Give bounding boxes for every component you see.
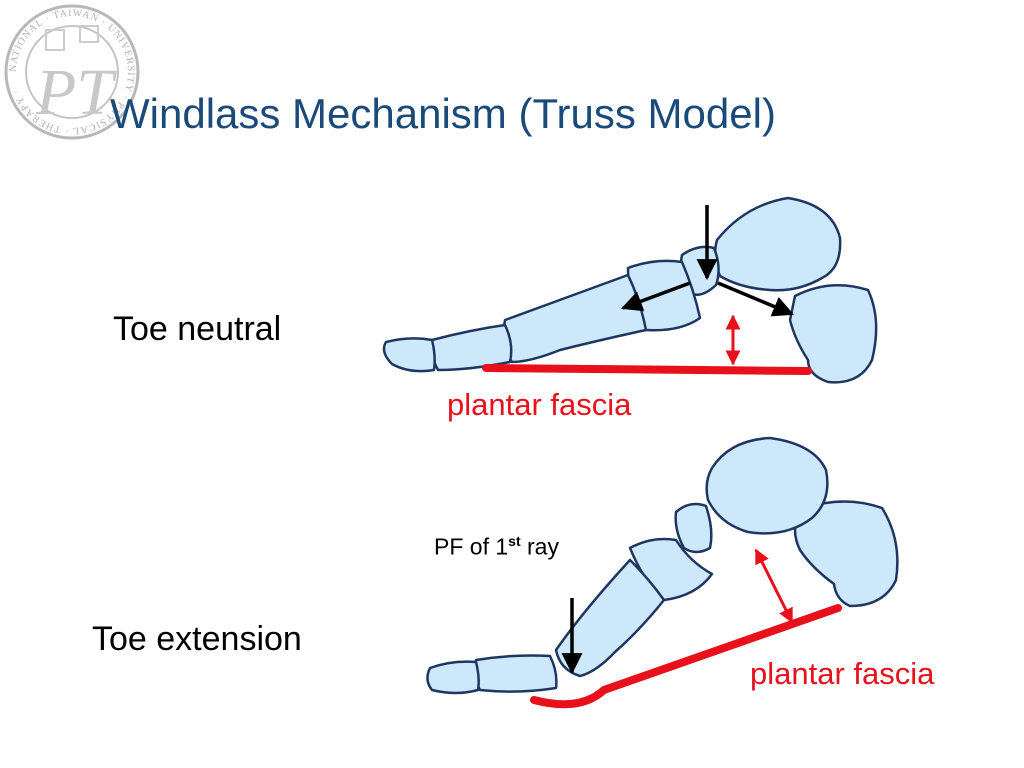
toe-extension-label: Toe extension	[92, 620, 302, 658]
rearfoot-arrow-top	[717, 281, 794, 317]
university-seal-logo: NATIONAL · TAIWAN · UNIVERSITY · PHYSICA…	[4, 4, 140, 140]
talus-bone	[713, 196, 842, 292]
plantar-fascia-top	[482, 364, 812, 375]
pf-label-prefix: PF of 1	[434, 533, 509, 560]
pf-label-sup: st	[508, 533, 521, 549]
distal-phalanx-bone	[426, 660, 480, 695]
svg-text:PT: PT	[35, 56, 117, 129]
first-metatarsal-bone	[502, 273, 648, 364]
page-title: Windlass Mechanism (Truss Model)	[110, 90, 776, 137]
arch-height-arrow-bottom	[754, 548, 794, 624]
pf-label-suffix: ray	[520, 533, 559, 560]
talus-bone	[705, 436, 829, 535]
pf-first-ray-label: PF of 1st ray	[434, 533, 559, 561]
navicular-bone	[674, 502, 713, 554]
proximal-phalanx-bone	[430, 323, 513, 372]
foot-toe-neutral	[382, 196, 878, 384]
first-metatarsal-bone	[554, 558, 666, 678]
plantar-fascia-label-bottom: plantar fascia	[750, 656, 935, 691]
foot-toe-extension	[426, 436, 899, 695]
calcaneus-bone	[788, 284, 878, 384]
calcaneus-bone	[793, 500, 899, 608]
plantar-fascia-label-top: plantar fascia	[447, 387, 632, 422]
forefoot-arrow-top	[621, 281, 691, 312]
proximal-phalanx-bone	[473, 654, 558, 693]
toe-neutral-label: Toe neutral	[113, 310, 282, 348]
plantar-fascia-bottom	[530, 604, 842, 709]
distal-phalanx-bone	[382, 337, 436, 373]
